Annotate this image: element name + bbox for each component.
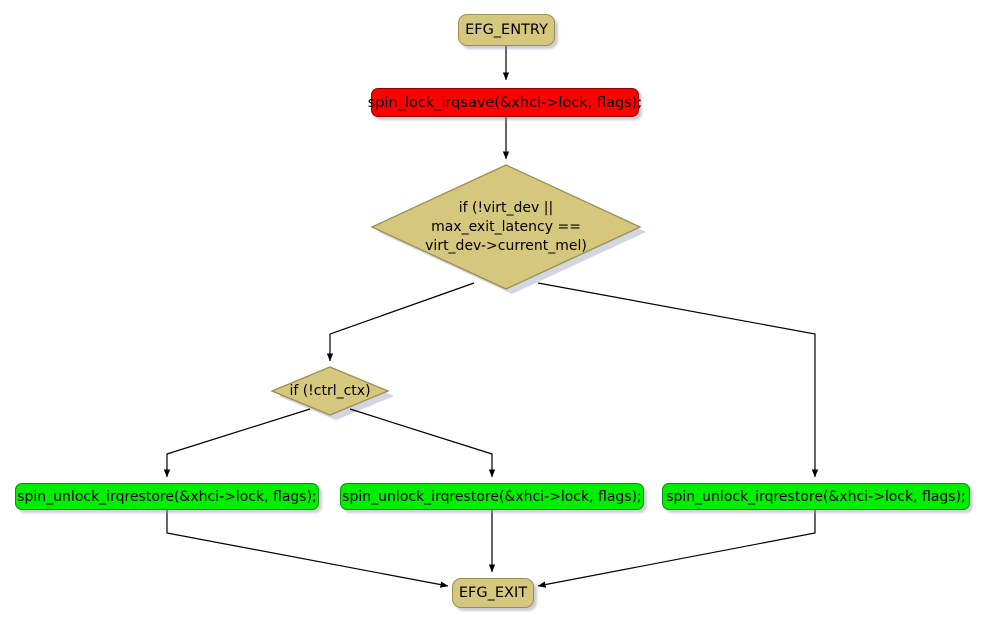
node-spin-unlock-irqrestore-right[interactable]: spin_unlock_irqrestore(&xhci->lock, flag… <box>662 483 970 510</box>
node-spin-lock-irqsave[interactable]: spin_lock_irqsave(&xhci->lock, flags); <box>368 88 642 117</box>
node-efg-exit[interactable]: EFG_EXIT <box>452 578 534 608</box>
node-spin-unlock-irqrestore-left[interactable]: spin_unlock_irqrestore(&xhci->lock, flag… <box>15 483 319 510</box>
edge-cond-ctrl-ctx-to-unlock-mid <box>349 408 496 478</box>
node-spin-unlock-irqrestore-left-label: spin_unlock_irqrestore(&xhci->lock, flag… <box>17 488 317 505</box>
node-efg-entry[interactable]: EFG_ENTRY <box>458 14 555 46</box>
node-efg-entry-label: EFG_ENTRY <box>465 22 548 38</box>
edge-cond-virt-dev-to-unlock-right <box>537 282 819 478</box>
node-spin-lock-irqsave-label: spin_lock_irqsave(&xhci->lock, flags); <box>367 94 643 111</box>
edge-unlock-left-to-exit <box>166 510 449 588</box>
node-spin-unlock-irqrestore-middle-label: spin_unlock_irqrestore(&xhci->lock, flag… <box>342 488 642 505</box>
edge-cond-virt-dev-to-cond-ctrl-ctx <box>326 282 475 362</box>
node-spin-unlock-irqrestore-middle[interactable]: spin_unlock_irqrestore(&xhci->lock, flag… <box>340 483 644 510</box>
edge-cond-ctrl-ctx-to-unlock-left <box>163 408 311 478</box>
decision-shape-ctrl-ctx[interactable] <box>270 366 390 416</box>
node-spin-unlock-irqrestore-right-label: spin_unlock_irqrestore(&xhci->lock, flag… <box>666 488 966 505</box>
decision-shape-virt-dev[interactable] <box>370 164 642 290</box>
edge-unlock-right-to-exit <box>537 510 816 588</box>
node-efg-exit-label: EFG_EXIT <box>458 585 528 601</box>
